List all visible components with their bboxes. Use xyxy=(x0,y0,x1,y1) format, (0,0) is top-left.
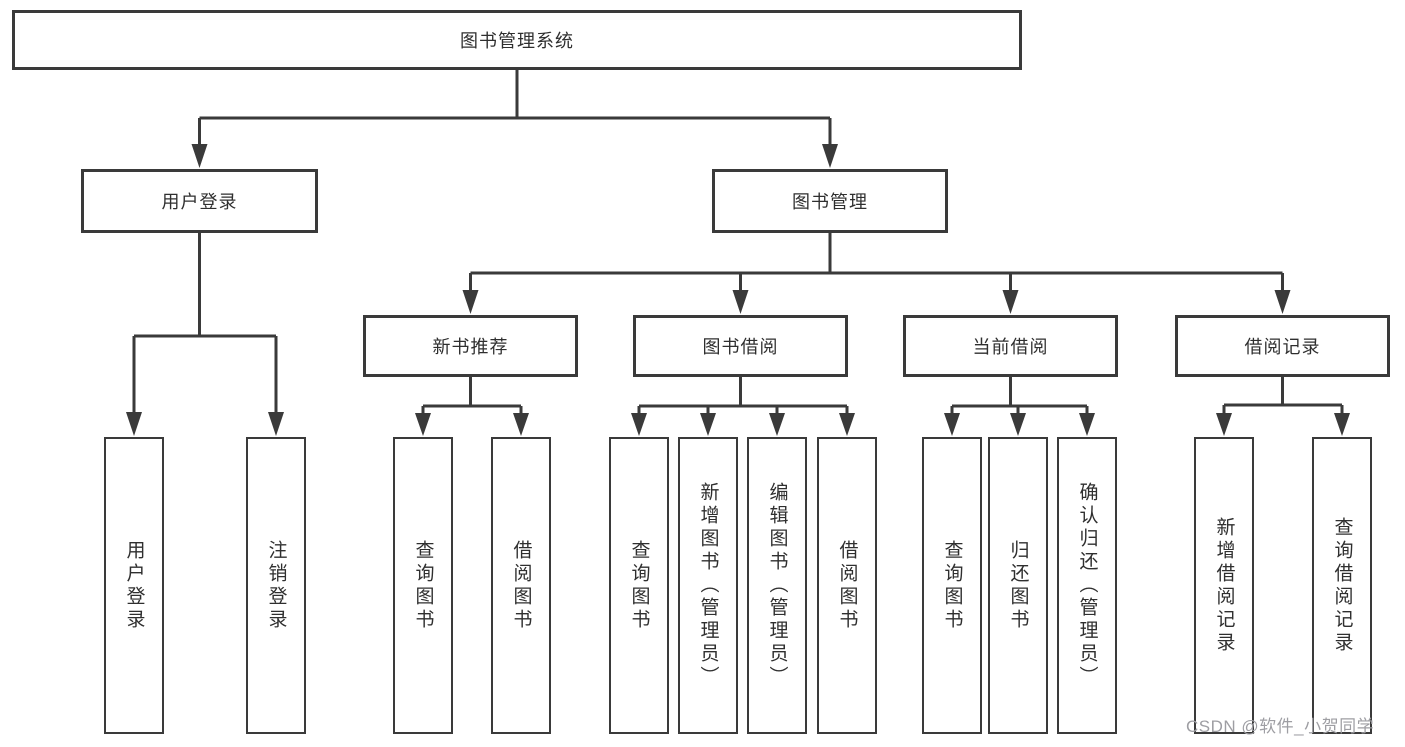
node-label: 借阅记录 xyxy=(1244,337,1321,357)
node-label: 借阅图书 xyxy=(510,539,532,632)
node-label: 新增图书（管理员） xyxy=(697,482,719,689)
node-current-borrowing: 当前借阅 xyxy=(903,315,1118,377)
connector-book-mgmt-to-level3 xyxy=(469,232,1284,291)
node-book-borrowing: 图书借阅 xyxy=(633,315,848,377)
leaf-query-borrow-record: 查询借阅记录 xyxy=(1312,437,1372,734)
node-borrowing-records: 借阅记录 xyxy=(1175,315,1390,377)
node-label: 新增借阅记录 xyxy=(1213,516,1235,655)
node-label: 查询图书 xyxy=(941,539,963,632)
node-new-book-recommend: 新书推荐 xyxy=(363,315,578,377)
node-label: 图书借阅 xyxy=(702,337,779,357)
node-label: 当前借阅 xyxy=(972,337,1049,357)
leaf-return-books: 归还图书 xyxy=(988,437,1048,734)
connector-current-borrow-branch xyxy=(950,377,1089,414)
node-label: 查询借阅记录 xyxy=(1331,516,1353,655)
node-book-management: 图书管理 xyxy=(712,169,948,233)
leaf-logout: 注销登录 xyxy=(246,437,306,734)
leaf-user-login: 用户登录 xyxy=(104,437,164,734)
node-label: 借阅图书 xyxy=(836,539,858,632)
node-label: 图书管理系统 xyxy=(460,31,574,51)
connector-root-to-level2 xyxy=(198,70,832,145)
connector-book-borrow-branch xyxy=(637,377,849,414)
leaf-add-borrow-record: 新增借阅记录 xyxy=(1194,437,1254,734)
node-label: 用户登录 xyxy=(123,539,145,632)
leaf-add-books-admin: 新增图书（管理员） xyxy=(678,437,738,734)
arrowheads xyxy=(126,144,1350,436)
leaf-edit-books-admin: 编辑图书（管理员） xyxy=(747,437,807,734)
node-label: 编辑图书（管理员） xyxy=(766,482,788,689)
leaf-confirm-return-admin: 确认归还（管理员） xyxy=(1057,437,1117,734)
node-label: 查询图书 xyxy=(412,539,434,632)
node-label: 归还图书 xyxy=(1007,539,1029,632)
leaf-query-books-2: 查询图书 xyxy=(609,437,669,734)
connector-borrow-record-branch xyxy=(1222,377,1344,414)
leaf-borrow-books-2: 借阅图书 xyxy=(817,437,877,734)
node-label: 确认归还（管理员） xyxy=(1076,482,1098,689)
leaf-query-books-3: 查询图书 xyxy=(922,437,982,734)
node-label: 用户登录 xyxy=(161,192,238,212)
node-label: 查询图书 xyxy=(628,539,650,632)
node-user-login-branch: 用户登录 xyxy=(81,169,318,233)
leaf-borrow-books-1: 借阅图书 xyxy=(491,437,551,734)
csdn-watermark: CSDN @软件_小贺同学 xyxy=(1186,717,1375,736)
leaf-query-books-1: 查询图书 xyxy=(393,437,453,734)
connector-user-login-branch xyxy=(132,233,278,413)
connector-new-book-branch xyxy=(421,377,523,414)
node-label: 注销登录 xyxy=(265,539,287,632)
node-label: 新书推荐 xyxy=(432,337,509,357)
node-label: 图书管理 xyxy=(792,192,868,212)
node-system-root: 图书管理系统 xyxy=(12,10,1022,70)
